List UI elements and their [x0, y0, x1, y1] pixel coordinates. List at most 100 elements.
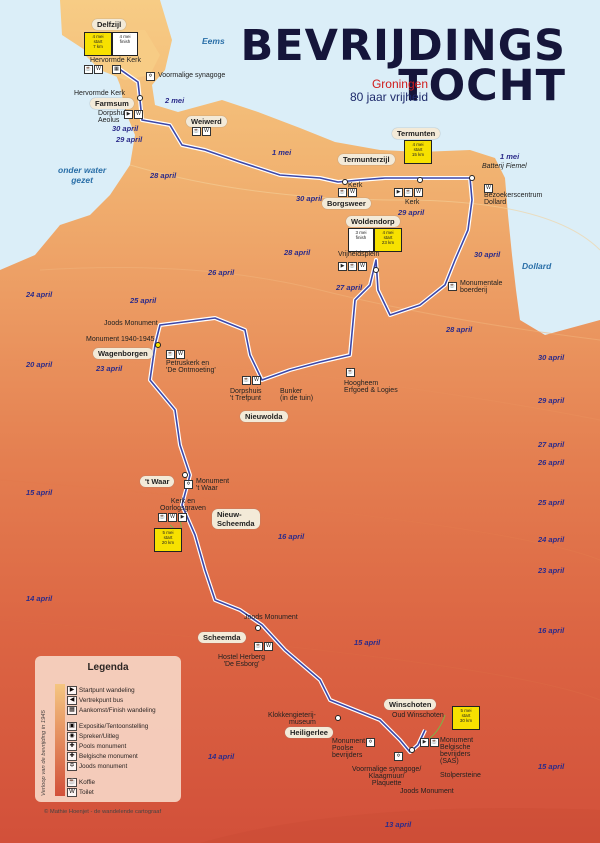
map-subtitle: Groningen 80 jaar vrijheid: [340, 78, 428, 104]
poi-bunker[interactable]: Bunker (in de tuin): [280, 388, 313, 402]
place-twaar[interactable]: 't Waar: [140, 476, 175, 487]
route-stop[interactable]: [155, 342, 161, 348]
monument-icon: ✡: [394, 752, 403, 761]
bus-icon: ◀: [67, 696, 77, 705]
monument-icon: ✡: [184, 480, 193, 489]
monument-icon: ✚: [67, 752, 77, 761]
poi-label-line: museum: [289, 719, 316, 726]
poi-hervormde-kerk-farmsum[interactable]: Hervormde Kerk: [74, 90, 125, 97]
poi-label-line: Bunker: [280, 388, 303, 395]
wc-icon: W: [134, 110, 143, 119]
route-stop[interactable]: [409, 747, 415, 753]
poi-monument-poolse[interactable]: Monument Poolse bevrijders: [332, 738, 365, 759]
gradient-date: 24 april: [26, 290, 53, 299]
play-icon: ▶: [67, 686, 77, 695]
badge-type: start: [383, 235, 393, 240]
start-badge-winschoten[interactable]: 5 mei start 30 km: [452, 706, 480, 730]
poi-vrijheidsplein[interactable]: Vrijheidsplein: [338, 251, 380, 258]
water-label-line: onder water: [58, 165, 107, 175]
place-name-line: Scheemda: [217, 519, 255, 528]
start-badge-woldendorp[interactable]: 4 mei start 23 km: [374, 228, 402, 252]
gradient-date: 15 april: [26, 488, 53, 497]
poi-monument-belgische[interactable]: Monument Belgische bevrijders (SAS): [440, 737, 473, 765]
route-stop[interactable]: [182, 472, 188, 478]
place-name-line: Nieuw-: [217, 510, 242, 519]
poi-joods-monument-winschoten[interactable]: Joods Monument: [400, 788, 454, 795]
gradient-date: 15 april: [538, 762, 565, 771]
gradient-date: 29 april: [538, 396, 565, 405]
poi-synagoge-delfzijl[interactable]: Voormalige synagoge: [158, 72, 226, 79]
start-badge-termunten[interactable]: 4 mei start 15 km: [404, 140, 432, 164]
poi-joods-monument-scheemda[interactable]: Joods Monument: [244, 614, 298, 621]
poi-dorpshuis-aeolus[interactable]: Dorpshuis Aeolus: [98, 110, 130, 124]
place-woldendorp[interactable]: Woldendorp: [346, 216, 400, 227]
place-termunten[interactable]: Termunten: [392, 128, 441, 139]
badge-type: start: [93, 39, 103, 44]
route-stop[interactable]: [137, 95, 143, 101]
place-heiligerlee[interactable]: Heiligerlee: [285, 727, 333, 738]
poi-label-line: Aeolus: [98, 117, 120, 124]
badge-date: 4 mei: [412, 142, 424, 147]
poi-batterij-fiemel[interactable]: Batterij Fiemel: [482, 163, 527, 170]
place-nieuwolda[interactable]: Nieuwolda: [240, 411, 288, 422]
route-date: 14 april: [208, 752, 235, 761]
poi-monument-twaar[interactable]: Monument 't Waar: [196, 478, 229, 492]
place-scheemda[interactable]: Scheemda: [198, 632, 246, 643]
poi-hervormde-kerk-delfzijl[interactable]: Hervormde Kerk: [90, 57, 141, 64]
poi-klokkengieterij[interactable]: Klokkengieterij- museum: [268, 712, 316, 726]
place-weiwerd[interactable]: Weiwerd: [186, 116, 227, 127]
gradient-date: 26 april: [208, 268, 235, 277]
badge-date: 4 mei: [119, 34, 131, 39]
place-borgsweer[interactable]: Borgsweer: [322, 198, 371, 209]
poi-joods-monument-wagenborgen[interactable]: Joods Monument: [104, 320, 158, 327]
route-stop[interactable]: [417, 177, 423, 183]
gradient-date: 26 april: [538, 458, 565, 467]
title-line1: BEVRIJDINGS: [240, 21, 566, 71]
poi-hoogheem[interactable]: Hoogheem Erfgoed & Logies: [344, 380, 398, 394]
route-date: 1 mei: [500, 152, 520, 161]
route-stop[interactable]: [335, 715, 341, 721]
coffee-icon: ☕: [404, 188, 413, 197]
poi-dorpshuis-trefpunt[interactable]: Dorpshuis 't Trefpunt: [230, 388, 262, 402]
poi-stolpersteine[interactable]: Stolpersteine: [440, 772, 481, 779]
badge-date: 5 mei: [460, 708, 472, 713]
poi-label-line: Belgische: [440, 744, 471, 751]
poi-synagoge-winschoten[interactable]: Voormalige synagoge/ Klaagmuur/ Plaquett…: [352, 766, 421, 787]
poi-oud-winschoten[interactable]: Oud Winschoten: [392, 712, 444, 719]
route-stop[interactable]: [255, 625, 261, 631]
badge-type: start: [461, 713, 471, 718]
route-stop[interactable]: [373, 267, 379, 273]
finish-badge-woldendorp[interactable]: 3 mei finish: [348, 228, 374, 252]
place-nieuw-scheemda[interactable]: Nieuw- Scheemda: [212, 509, 260, 529]
legend-item: Startpunt wandeling: [79, 687, 135, 694]
coffee-icon: ☕: [448, 282, 457, 291]
place-wagenborgen[interactable]: Wagenborgen: [93, 348, 153, 359]
poi-petruskerk[interactable]: Petruskerk en 'De Ontmoeting': [166, 360, 216, 374]
poi-kerk-borgsweer[interactable]: Kerk: [348, 182, 363, 189]
wc-icon: W: [168, 513, 177, 522]
route-stop[interactable]: [342, 179, 348, 185]
legend-item: Toilet: [79, 789, 94, 796]
poi-label-line: Hostel Herberg: [218, 654, 266, 661]
wc-icon: W: [176, 350, 185, 359]
gradient-band-3: [0, 359, 600, 421]
finish-badge-delfzijl[interactable]: 4 mei finish: [112, 32, 138, 56]
poi-kerk-oorlogsgraven[interactable]: Kerk en Oorlogsgraven: [160, 498, 206, 512]
gradient-date: 20 april: [26, 360, 53, 369]
poi-monumentale-boerderij[interactable]: Monumentale boerderij: [460, 280, 502, 294]
coffee-icon: ☕: [192, 127, 201, 136]
place-termunterzijl[interactable]: Termunterzijl: [338, 154, 395, 165]
route-stop[interactable]: [469, 175, 475, 181]
poi-hostel-esborg[interactable]: Hostel Herberg 'De Esborg': [218, 654, 265, 668]
coffee-icon: ☕: [84, 65, 93, 74]
place-delfzijl[interactable]: Delfzijl: [92, 19, 127, 30]
start-badge-delfzijl[interactable]: 4 mei start 7 km: [84, 32, 112, 56]
poi-monument-1940-1945[interactable]: Monument 1940-1945: [86, 336, 155, 343]
place-farmsum[interactable]: Farmsum: [90, 98, 134, 109]
route-date: 28 april: [446, 325, 473, 334]
start-badge-scheemda[interactable]: 5 mei start 20 km: [154, 528, 182, 552]
poi-kerk-termunten[interactable]: Kerk: [405, 199, 420, 206]
poi-bezoekerscentrum[interactable]: Bezoekerscentrum Dollard: [484, 192, 542, 206]
legend-item: Expositie/Tentoonstelling: [79, 723, 149, 730]
place-winschoten[interactable]: Winschoten: [384, 699, 437, 710]
